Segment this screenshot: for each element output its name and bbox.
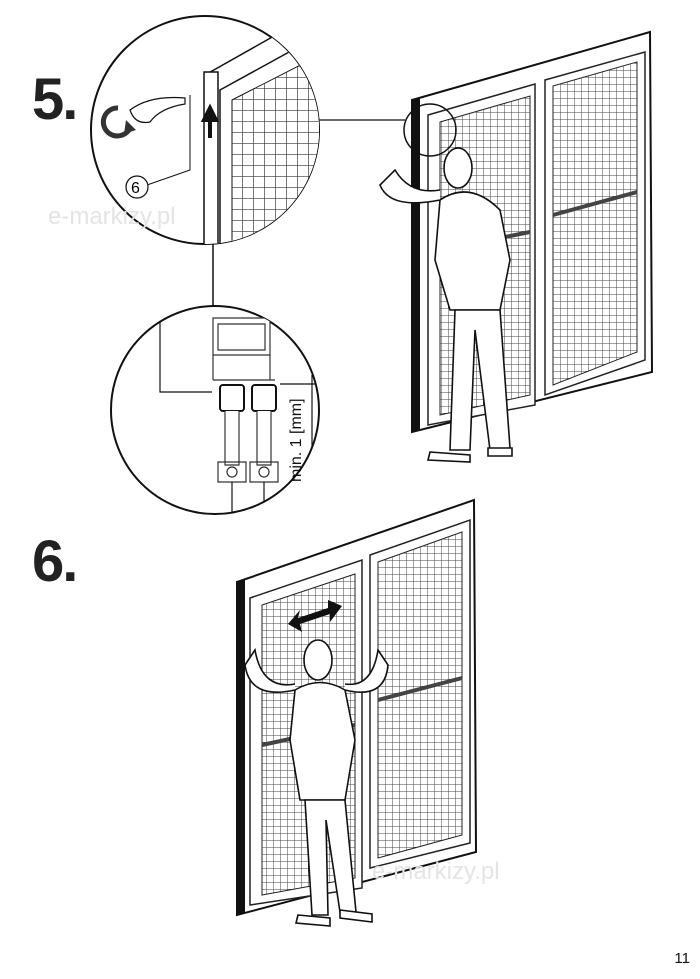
detail-circle-2 (110, 305, 320, 515)
step-6-number: 6. (32, 529, 78, 594)
step-5-number: 5. (32, 67, 78, 132)
detail-circle-1: 6 (90, 15, 320, 245)
page-number: 11 (674, 950, 690, 967)
watermark: e-markizy.pl (48, 203, 176, 230)
watermark: e-markizy.pl (372, 858, 500, 885)
person-step6 (244, 639, 389, 927)
person-step5 (379, 147, 513, 463)
dimension-label: min. 1 [mm] (288, 398, 305, 482)
door-step6 (236, 498, 478, 917)
callout-label: 6 (131, 180, 140, 197)
